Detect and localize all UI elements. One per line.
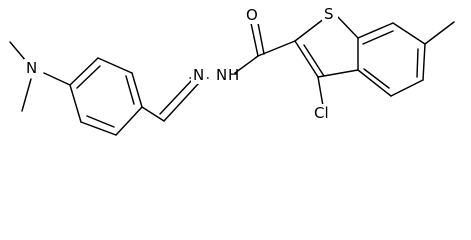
- atom-h-amide: H: [228, 66, 239, 84]
- bond-c4-c3a-inner: [363, 68, 390, 89]
- bond-c3-cl: [317, 76, 324, 107]
- bonds: [9, 14, 455, 136]
- bond-c5-c4: [390, 79, 424, 97]
- bond-c7a-c7-inner: [362, 30, 394, 45]
- bond-s-c2: [294, 17, 326, 42]
- atom-o: O: [246, 6, 258, 24]
- bond-ar-1: [131, 72, 143, 108]
- bond-ch-aryl: [141, 106, 165, 122]
- bond-ar-3: [69, 57, 99, 86]
- bond-s-c7a: [335, 14, 359, 39]
- bond-ar-2: [97, 57, 133, 74]
- bond-n-ch-inner: [159, 79, 193, 115]
- bond-n-ch: [163, 83, 199, 122]
- atom-n-dimethylamino: N: [26, 59, 37, 77]
- bond-ar-4: [69, 84, 82, 123]
- bond-c2-c3: [294, 40, 319, 78]
- bond-n-me2: [21, 78, 32, 112]
- bond-c6-methyl: [424, 21, 455, 45]
- bond-c3-c3a: [317, 69, 359, 78]
- bond-ar-5: [80, 121, 117, 136]
- bond-n-me1: [9, 41, 27, 62]
- atom-s: S: [324, 5, 334, 23]
- bond-c-o-2: [257, 22, 265, 55]
- bond-ar-1-inner: [125, 75, 135, 105]
- bond-c4-c3a: [357, 69, 392, 97]
- atom-labels: S O N H N N Cl: [24, 4, 338, 122]
- bond-c-o-1: [250, 22, 259, 57]
- bond-c7a-c7: [357, 22, 394, 39]
- bond-c6-c5-inner: [416, 48, 419, 78]
- bond-c2-c3-inner: [303, 44, 325, 77]
- atom-cl: Cl: [314, 104, 329, 122]
- bond-ar-6: [115, 106, 143, 136]
- bond-ar-n: [43, 72, 71, 86]
- structure-diagram: S O N H N N Cl: [9, 4, 455, 136]
- bond-carbonyl-nh: [234, 55, 259, 74]
- atom-n-imine: N: [193, 66, 204, 84]
- atom-n-amide: N: [216, 66, 227, 84]
- bond-ar-5-inner: [86, 115, 115, 128]
- bond-c6-c5: [422, 43, 426, 81]
- bond-c7-c6: [392, 22, 426, 45]
- bond-ar-3-inner: [76, 65, 101, 89]
